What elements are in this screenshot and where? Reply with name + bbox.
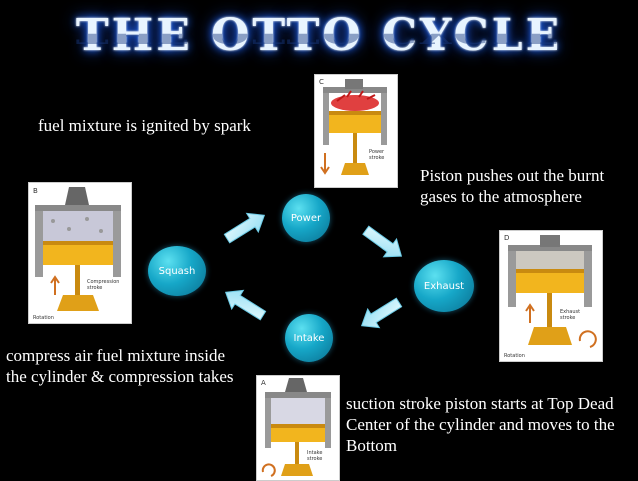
svg-text:stroke: stroke — [87, 285, 102, 291]
svg-text:Rotation: Rotation — [504, 353, 525, 359]
caption-compress: compress air fuel mixture inside the cyl… — [6, 346, 234, 386]
svg-text:Intake: Intake — [307, 450, 322, 456]
svg-text:A: A — [261, 379, 266, 387]
arrow-power-to-exhaust — [362, 225, 403, 258]
node-intake: Intake — [285, 314, 333, 362]
figure-compression-stroke: B Compression stroke Rotation — [28, 182, 132, 324]
rotation-arrow-icon — [261, 463, 276, 477]
arrow-exhaust-to-intake — [360, 297, 403, 329]
svg-text:B: B — [33, 187, 38, 195]
arrow-squash-to-power — [223, 212, 266, 244]
up-arrow-icon — [50, 275, 60, 295]
svg-text:D: D — [504, 234, 509, 242]
svg-text:Compression: Compression — [87, 279, 119, 285]
page-title: THE OTTO CYCLE — [75, 10, 563, 61]
node-power: Power — [282, 194, 330, 242]
arrow-intake-to-squash — [224, 289, 267, 321]
figure-letter: C — [319, 78, 324, 86]
rotation-arrow-icon — [578, 330, 597, 348]
figure-intake-stroke: A Intake stroke — [256, 375, 340, 481]
node-exhaust: Exhaust — [414, 260, 474, 312]
svg-text:stroke: stroke — [560, 315, 575, 321]
caption-exhaust: Piston pushes out the burnt gases to the… — [420, 166, 605, 206]
figure-power-stroke: C Power stroke — [314, 74, 398, 188]
svg-text:Exhaust: Exhaust — [560, 309, 580, 315]
caption-intake: suction stroke piston starts at Top Dead… — [346, 394, 615, 455]
svg-text:Power: Power — [369, 149, 385, 155]
svg-text:Rotation: Rotation — [33, 315, 54, 321]
svg-text:stroke: stroke — [307, 456, 322, 462]
node-squash: Squash — [148, 246, 206, 296]
svg-text:stroke: stroke — [369, 155, 384, 161]
up-arrow-icon — [525, 303, 535, 323]
caption-spark: fuel mixture is ignited by spark — [38, 116, 251, 135]
figure-exhaust-stroke: D Exhaust stroke Rotation — [499, 230, 603, 362]
down-arrow-icon — [320, 153, 330, 175]
